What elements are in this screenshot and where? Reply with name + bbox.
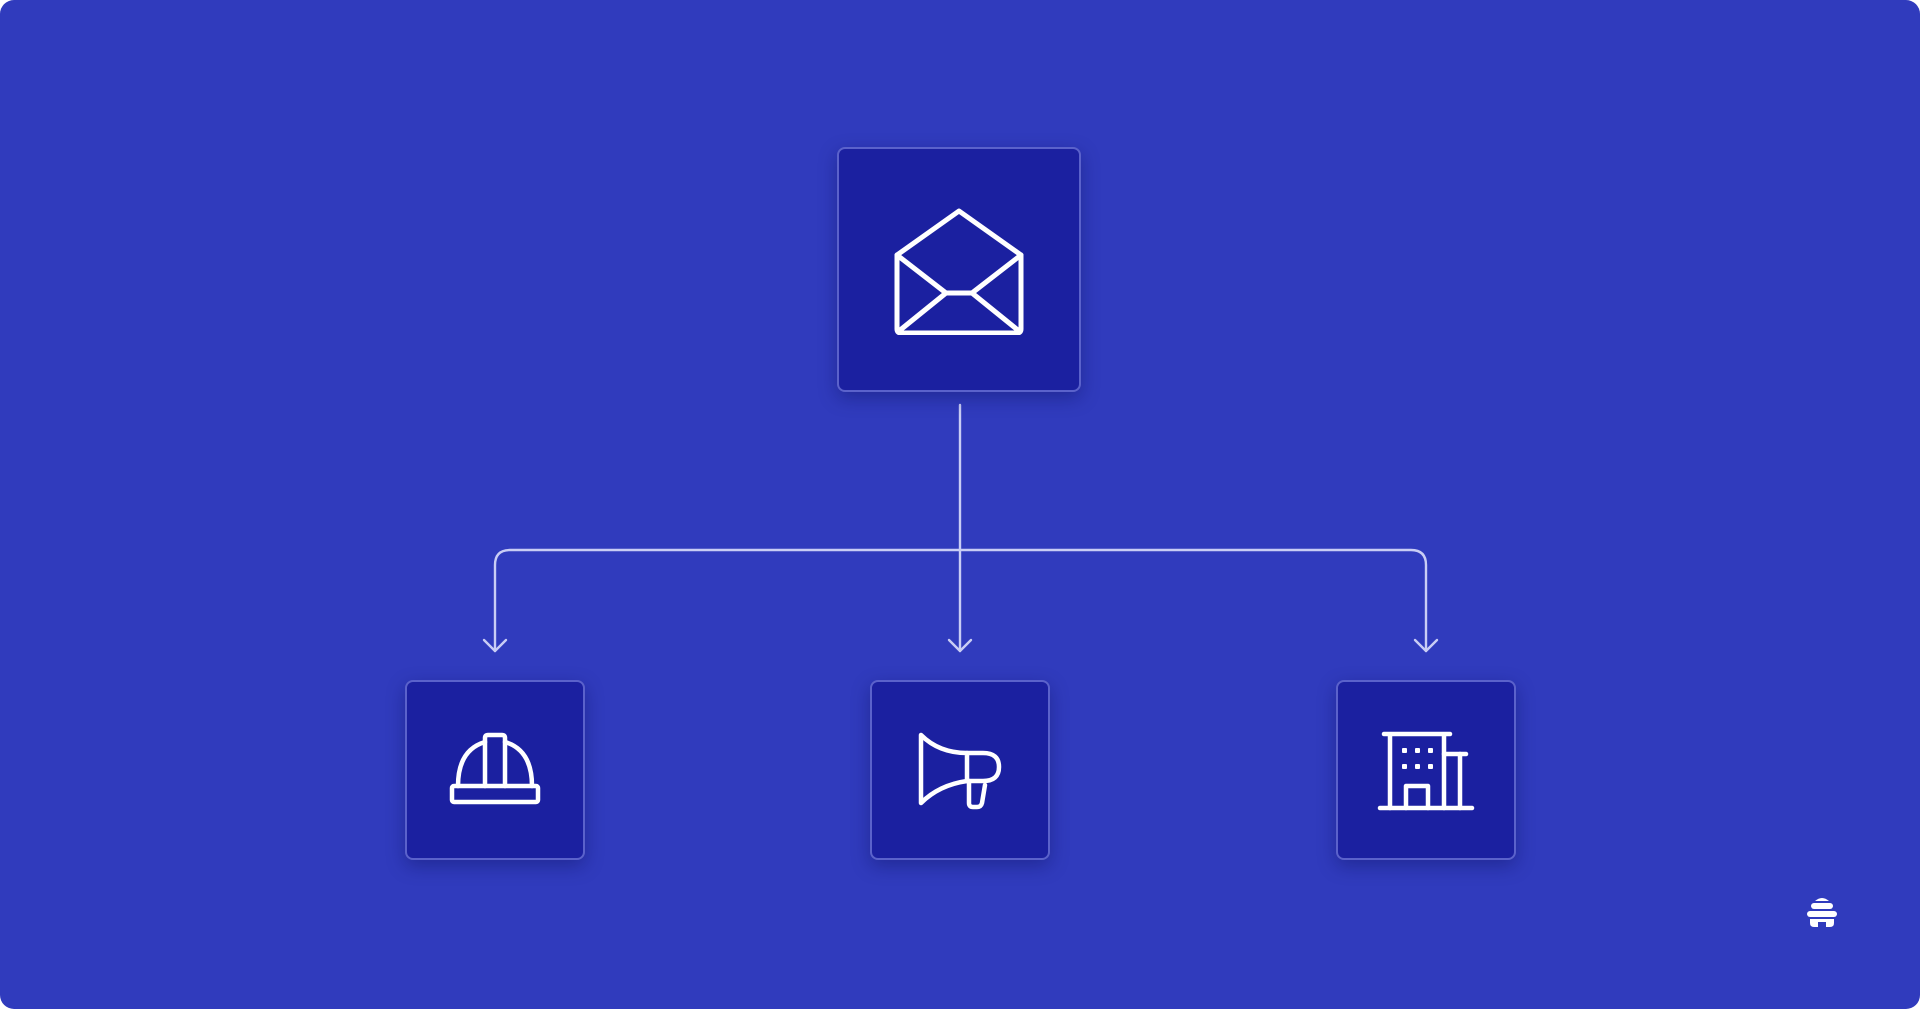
hard-hat-icon [449, 732, 541, 805]
beehive-logo-icon [1802, 893, 1842, 933]
office-building-icon [1377, 731, 1475, 811]
child-node-construction [405, 680, 585, 860]
megaphone-icon [918, 732, 1002, 810]
child-node-marketing [870, 680, 1050, 860]
root-node [837, 147, 1081, 392]
child-node-company [1336, 680, 1516, 860]
open-envelope-icon [894, 208, 1024, 335]
